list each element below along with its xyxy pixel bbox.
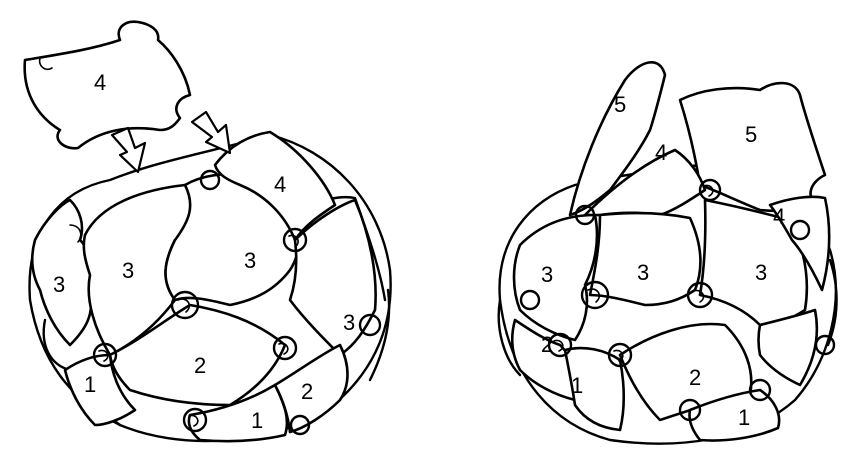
loose-piece-label: 4: [94, 70, 106, 95]
piece-label: 5: [614, 92, 626, 117]
piece-label: 1: [251, 408, 263, 433]
piece-label: 3: [53, 272, 65, 297]
piece-label: 3: [343, 310, 355, 335]
piece-label: 3: [637, 260, 649, 285]
arrow-down-icon: [192, 112, 230, 153]
right-assembly: [499, 62, 837, 443]
piece-label: 3: [122, 258, 134, 283]
piece-label: 2: [689, 365, 701, 390]
piece-label: 3: [541, 262, 553, 287]
piece-label: 2: [194, 353, 206, 378]
piece-label: 3: [244, 248, 256, 273]
loose-piece: [25, 22, 190, 149]
piece-label: 4: [655, 140, 667, 165]
piece-label: 3: [755, 260, 767, 285]
arrow-down-icon: [112, 128, 145, 172]
piece-label: 2: [301, 379, 313, 404]
piece-label: 4: [773, 204, 785, 229]
left-assembly: [25, 22, 391, 441]
piece-label: 1: [84, 372, 96, 397]
piece-label: 5: [745, 122, 757, 147]
piece-label: 1: [571, 373, 583, 398]
piece-label: 4: [274, 172, 286, 197]
piece-label: 1: [738, 405, 750, 430]
piece-label: 2: [541, 332, 553, 357]
